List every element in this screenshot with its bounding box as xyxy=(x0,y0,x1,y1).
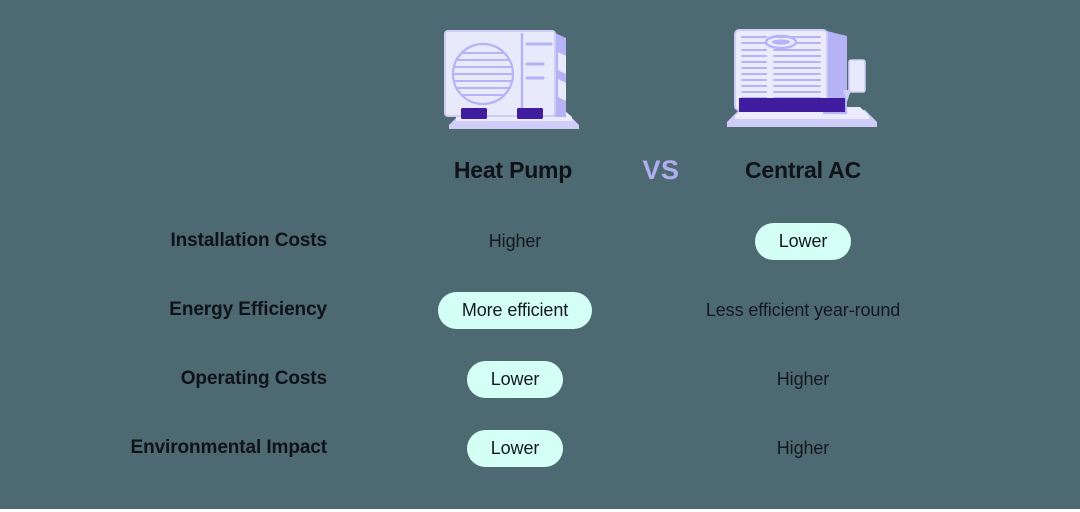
central-ac-icon xyxy=(713,22,893,137)
row-label-operating-costs: Operating Costs xyxy=(180,368,327,389)
cell-central-ac: Lower xyxy=(653,212,953,270)
comparison-row: Installation Costs Higher Lower xyxy=(0,212,1080,281)
bottom-edge-strip xyxy=(0,509,1080,512)
cell-value-heat-pump: Lower xyxy=(466,429,564,467)
cell-central-ac: Higher xyxy=(653,419,953,477)
cell-value-heat-pump: More efficient xyxy=(437,291,593,329)
cell-value-central-ac: Higher xyxy=(776,437,830,458)
cell-heat-pump: Lower xyxy=(365,350,665,408)
row-label-energy-efficiency: Energy Efficiency xyxy=(169,299,327,320)
cell-value-central-ac: Lower xyxy=(754,222,852,260)
cell-central-ac: Less efficient year-round xyxy=(653,281,953,339)
cell-value-heat-pump: Higher xyxy=(488,230,542,251)
comparison-row: Operating Costs Lower Higher xyxy=(0,350,1080,419)
row-label-installation-costs: Installation Costs xyxy=(170,230,327,251)
cell-value-central-ac: Higher xyxy=(776,368,830,389)
comparison-header: Heat Pump VS Central AC xyxy=(0,0,1080,200)
column-title-central-ac: Central AC xyxy=(745,157,861,183)
cell-value-heat-pump: Lower xyxy=(466,360,564,398)
heat-pump-icon xyxy=(423,22,603,137)
comparison-rows: Installation Costs Higher Lower Energy E… xyxy=(0,212,1080,488)
cell-central-ac: Higher xyxy=(653,350,953,408)
cell-value-central-ac: Less efficient year-round xyxy=(705,299,901,320)
cell-heat-pump: Lower xyxy=(365,419,665,477)
comparison-row: Energy Efficiency More efficient Less ef… xyxy=(0,281,1080,350)
vs-label: VS xyxy=(642,155,680,185)
row-label-environmental-impact: Environmental Impact xyxy=(130,437,328,458)
column-titles: Heat Pump VS Central AC xyxy=(0,152,1080,192)
cell-heat-pump: More efficient xyxy=(365,281,665,339)
comparison-row: Environmental Impact Lower Higher xyxy=(0,419,1080,488)
cell-heat-pump: Higher xyxy=(365,212,665,270)
column-title-heat-pump: Heat Pump xyxy=(453,157,573,183)
